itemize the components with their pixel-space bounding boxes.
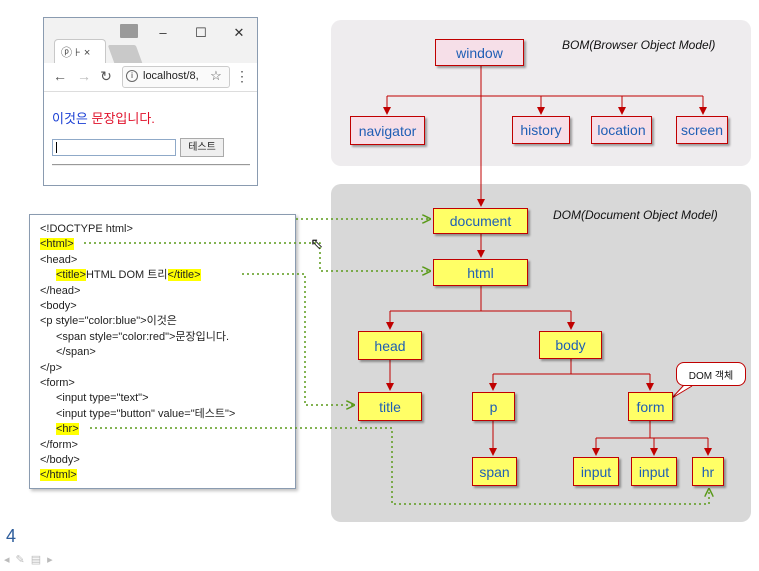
code-line: <p style="color:blue">이것은	[40, 314, 177, 328]
node-input-text: input	[573, 457, 619, 486]
code-text: HTML DOM 트리	[85, 269, 168, 282]
page-number: 4	[6, 526, 17, 546]
menu-icon[interactable]: ⋮	[235, 68, 249, 84]
dom-label: DOM(Document Object Model)	[553, 208, 718, 222]
profile-icon[interactable]	[120, 24, 138, 38]
code-text: </head>	[40, 284, 81, 297]
code-text: <span style="color:red">문장입니다.	[56, 330, 230, 343]
code-line: </p>	[40, 361, 62, 375]
node-location: location	[591, 116, 652, 144]
bom-label: BOM(Browser Object Model)	[562, 38, 716, 52]
code-line: <head>	[40, 253, 77, 267]
node-title: title	[358, 392, 422, 421]
code-line: <title>HTML DOM 트리</title>	[56, 268, 201, 282]
code-text: <input type="text">	[56, 392, 149, 405]
node-screen: screen	[676, 116, 728, 144]
text-cursor	[56, 142, 57, 153]
tab-label: ⓟ ⊦ ×	[61, 47, 91, 59]
code-text: <body>	[40, 300, 77, 312]
code-line: <input type="button" value="테스트">	[56, 407, 235, 421]
code-line: </span>	[56, 345, 96, 359]
code-text: <input type="button" value="테스트">	[56, 407, 236, 420]
highlighted-tag: </title>	[167, 269, 201, 282]
code-text: <p style="color:blue">이것은	[40, 315, 177, 328]
close-icon[interactable]: ✕	[233, 25, 245, 40]
code-text: <!DOCTYPE html>	[40, 223, 133, 235]
paragraph-blue-text: 이것은	[52, 111, 92, 126]
code-line: <body>	[40, 299, 77, 313]
reload-icon[interactable]: ↻	[100, 68, 112, 84]
slide-nav-icons[interactable]: ◂✎▤▸	[4, 554, 59, 566]
html-source-code: <!DOCTYPE html> <html> <head> <title>HTML D…	[29, 214, 296, 489]
horizontal-rule	[52, 164, 250, 166]
bookmark-star-icon[interactable]: ☆	[210, 68, 222, 83]
code-text: </span>	[56, 346, 96, 359]
code-text: <form>	[40, 377, 75, 389]
node-history: history	[512, 116, 570, 144]
node-span: span	[472, 457, 517, 486]
code-text: </p>	[40, 361, 63, 374]
node-hr: hr	[692, 457, 724, 486]
code-line: </form>	[40, 438, 78, 452]
minimize-icon[interactable]: –	[159, 25, 167, 40]
highlighted-tag: <title>	[56, 269, 86, 282]
node-window: window	[435, 39, 524, 66]
code-line: <!DOCTYPE html>	[40, 222, 133, 236]
back-icon[interactable]: ←	[53, 68, 67, 84]
node-form: form	[628, 392, 673, 421]
code-line: <hr>	[56, 422, 79, 436]
code-line: <input type="text">	[56, 391, 149, 405]
mouse-pointer-icon: ⇖	[310, 236, 324, 253]
test-button[interactable]: 테스트	[180, 138, 224, 157]
info-icon[interactable]: i	[126, 70, 138, 82]
paragraph-red-text: 문장입니다.	[91, 111, 155, 126]
address-text: localhost/8,	[143, 70, 199, 82]
address-bar[interactable]: localhost/8,	[122, 66, 230, 88]
node-head: head	[358, 331, 422, 360]
node-input-button: input	[631, 457, 677, 486]
code-line: </body>	[40, 453, 80, 467]
node-p: p	[472, 392, 515, 421]
code-line: <span style="color:red">문장입니다.	[56, 330, 229, 344]
code-text: </form>	[40, 438, 78, 451]
highlighted-tag: </html>	[40, 469, 77, 482]
text-input[interactable]	[52, 139, 176, 156]
code-line: </html>	[40, 468, 77, 482]
code-line: </head>	[40, 284, 80, 298]
browser-window: ⓟ ⊦ × – ☐ ✕ ← → ↻ localhost/8, i ☆ ⋮ 이것은…	[43, 17, 258, 186]
node-document: document	[433, 208, 528, 234]
paragraph: 이것은 문장입니다.	[52, 108, 155, 127]
browser-tab[interactable]: ⓟ ⊦ ×	[54, 39, 106, 63]
node-body: body	[539, 331, 602, 359]
forward-icon[interactable]: →	[77, 68, 91, 84]
code-line: <form>	[40, 376, 75, 390]
code-line: <html>	[40, 237, 74, 251]
maximize-icon[interactable]: ☐	[195, 25, 207, 40]
highlighted-tag: <html>	[40, 238, 74, 251]
node-navigator: navigator	[350, 116, 425, 145]
code-text: <head>	[40, 253, 78, 266]
highlighted-tag: <hr>	[56, 423, 79, 436]
dom-object-callout: DOM 객체	[676, 362, 746, 386]
code-text: </body>	[40, 454, 80, 466]
node-html: html	[433, 259, 528, 286]
